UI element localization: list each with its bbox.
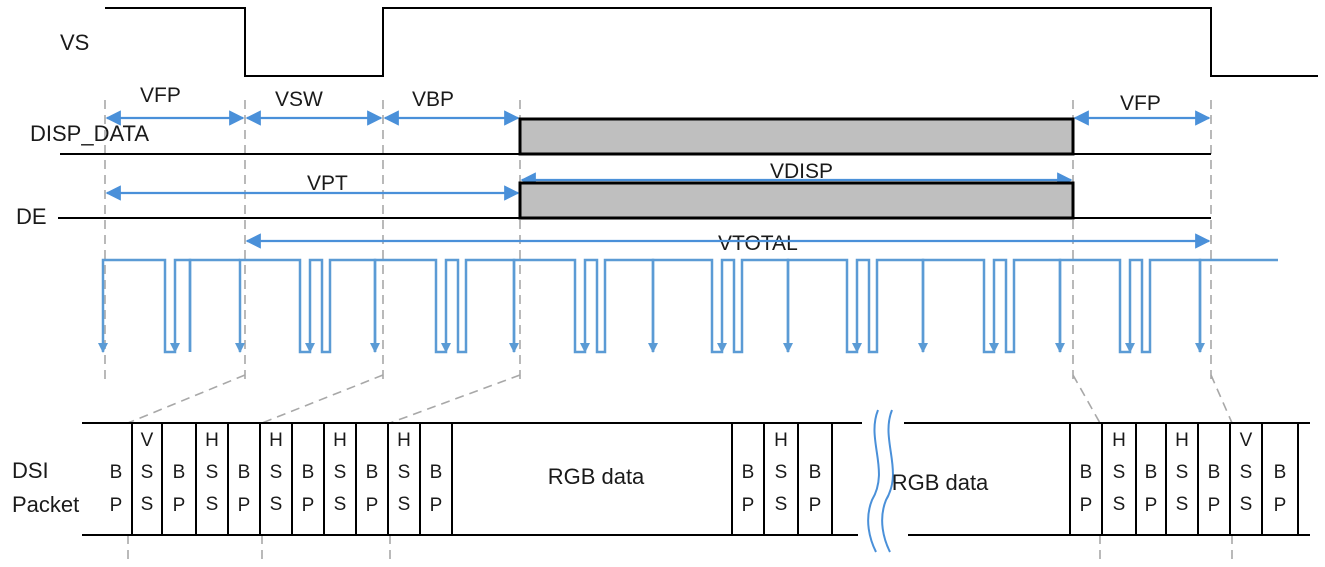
packet-cell-letter: P <box>1145 495 1158 516</box>
break-mark <box>867 409 894 553</box>
rgb-data-left: RGB data <box>548 464 645 489</box>
packet-cell-letter: V <box>141 430 154 451</box>
vs-waveform <box>105 7 1318 77</box>
packet-cell-letter: P <box>1208 495 1221 516</box>
de-active-block <box>518 181 1075 220</box>
packet-cell-letter: S <box>775 494 788 515</box>
packet-cell-letter: S <box>270 494 283 515</box>
de-label: DE <box>16 204 47 229</box>
packet-cell-letter: H <box>205 430 219 451</box>
packet-cell-letter: S <box>141 494 154 515</box>
packet-cell-letter: S <box>398 494 411 515</box>
dsi-label-line1: DSI <box>12 458 49 483</box>
packet-cell-letter: B <box>302 462 315 483</box>
packet-cell-letter: B <box>110 462 123 483</box>
packet-cell-letter: S <box>334 462 347 483</box>
packet-cell-letter: B <box>742 462 755 483</box>
vfp-left-label: VFP <box>140 84 181 107</box>
disp-data-active-block <box>518 117 1075 156</box>
packet-cell-letter: S <box>1176 462 1189 483</box>
vs-label: VS <box>60 30 89 55</box>
vpt-label: VPT <box>307 172 348 195</box>
packet-cell-letter: S <box>1176 494 1189 515</box>
packet-cell-letter: P <box>430 495 443 516</box>
packet-cell-letter: S <box>1240 462 1253 483</box>
vsw-label: VSW <box>275 88 323 111</box>
packet-cell-letter: B <box>809 462 822 483</box>
rgb-data-right: RGB data <box>892 470 989 495</box>
packet-cell-letter: P <box>302 495 315 516</box>
packet-cell-letter: V <box>1240 430 1253 451</box>
packet-cell-letter: P <box>110 495 123 516</box>
packet-cell-letter: H <box>269 430 283 451</box>
zoom-guides <box>127 374 1233 424</box>
vbp-label: VBP <box>412 88 454 111</box>
packet-cell-letter: S <box>1113 462 1126 483</box>
packet-cell-letter: S <box>775 462 788 483</box>
packet-cell-letter: P <box>809 495 822 516</box>
packet-cell-letter: S <box>1240 494 1253 515</box>
packet-cell-letter: S <box>270 462 283 483</box>
packet-cell-letter: P <box>173 495 186 516</box>
disp-data-label: DISP_DATA <box>30 121 149 146</box>
packet-cell-letter: S <box>1113 494 1126 515</box>
packet-cell-letter: P <box>1274 495 1287 516</box>
packet-cell-letter: H <box>1175 430 1189 451</box>
packet-cell-letter: B <box>238 462 251 483</box>
packet-cell-letter: P <box>366 495 379 516</box>
packet-cell-letter: H <box>397 430 411 451</box>
guide-lines <box>104 100 1233 562</box>
packet-cell-letter: S <box>398 462 411 483</box>
packet-cell-letter: S <box>206 494 219 515</box>
packet-cell-letter: H <box>1112 430 1126 451</box>
packet-cell-letter: B <box>430 462 443 483</box>
packet-cell-letter: P <box>1080 495 1093 516</box>
dsi-label-line2: Packet <box>12 492 79 517</box>
packet-cell-letter: B <box>366 462 379 483</box>
packet-cell-letter: B <box>1208 462 1221 483</box>
packet-cell-letter: B <box>173 462 186 483</box>
packet-cell-letter: P <box>238 495 251 516</box>
packet-cell-letter: P <box>742 495 755 516</box>
packet-cell-letter: S <box>334 494 347 515</box>
packet-cell-letter: B <box>1080 462 1093 483</box>
packet-cell-letter: S <box>141 462 154 483</box>
packet-cell-letter: B <box>1274 462 1287 483</box>
vtotal-label: VTOTAL <box>718 232 798 255</box>
hsync-waveform <box>98 258 1278 354</box>
packet-cell-letter: H <box>774 430 788 451</box>
packet-cell-letter: B <box>1145 462 1158 483</box>
vfp-right-label: VFP <box>1120 92 1161 115</box>
packet-cell-letter: H <box>333 430 347 451</box>
packet-cell-letter: S <box>206 462 219 483</box>
